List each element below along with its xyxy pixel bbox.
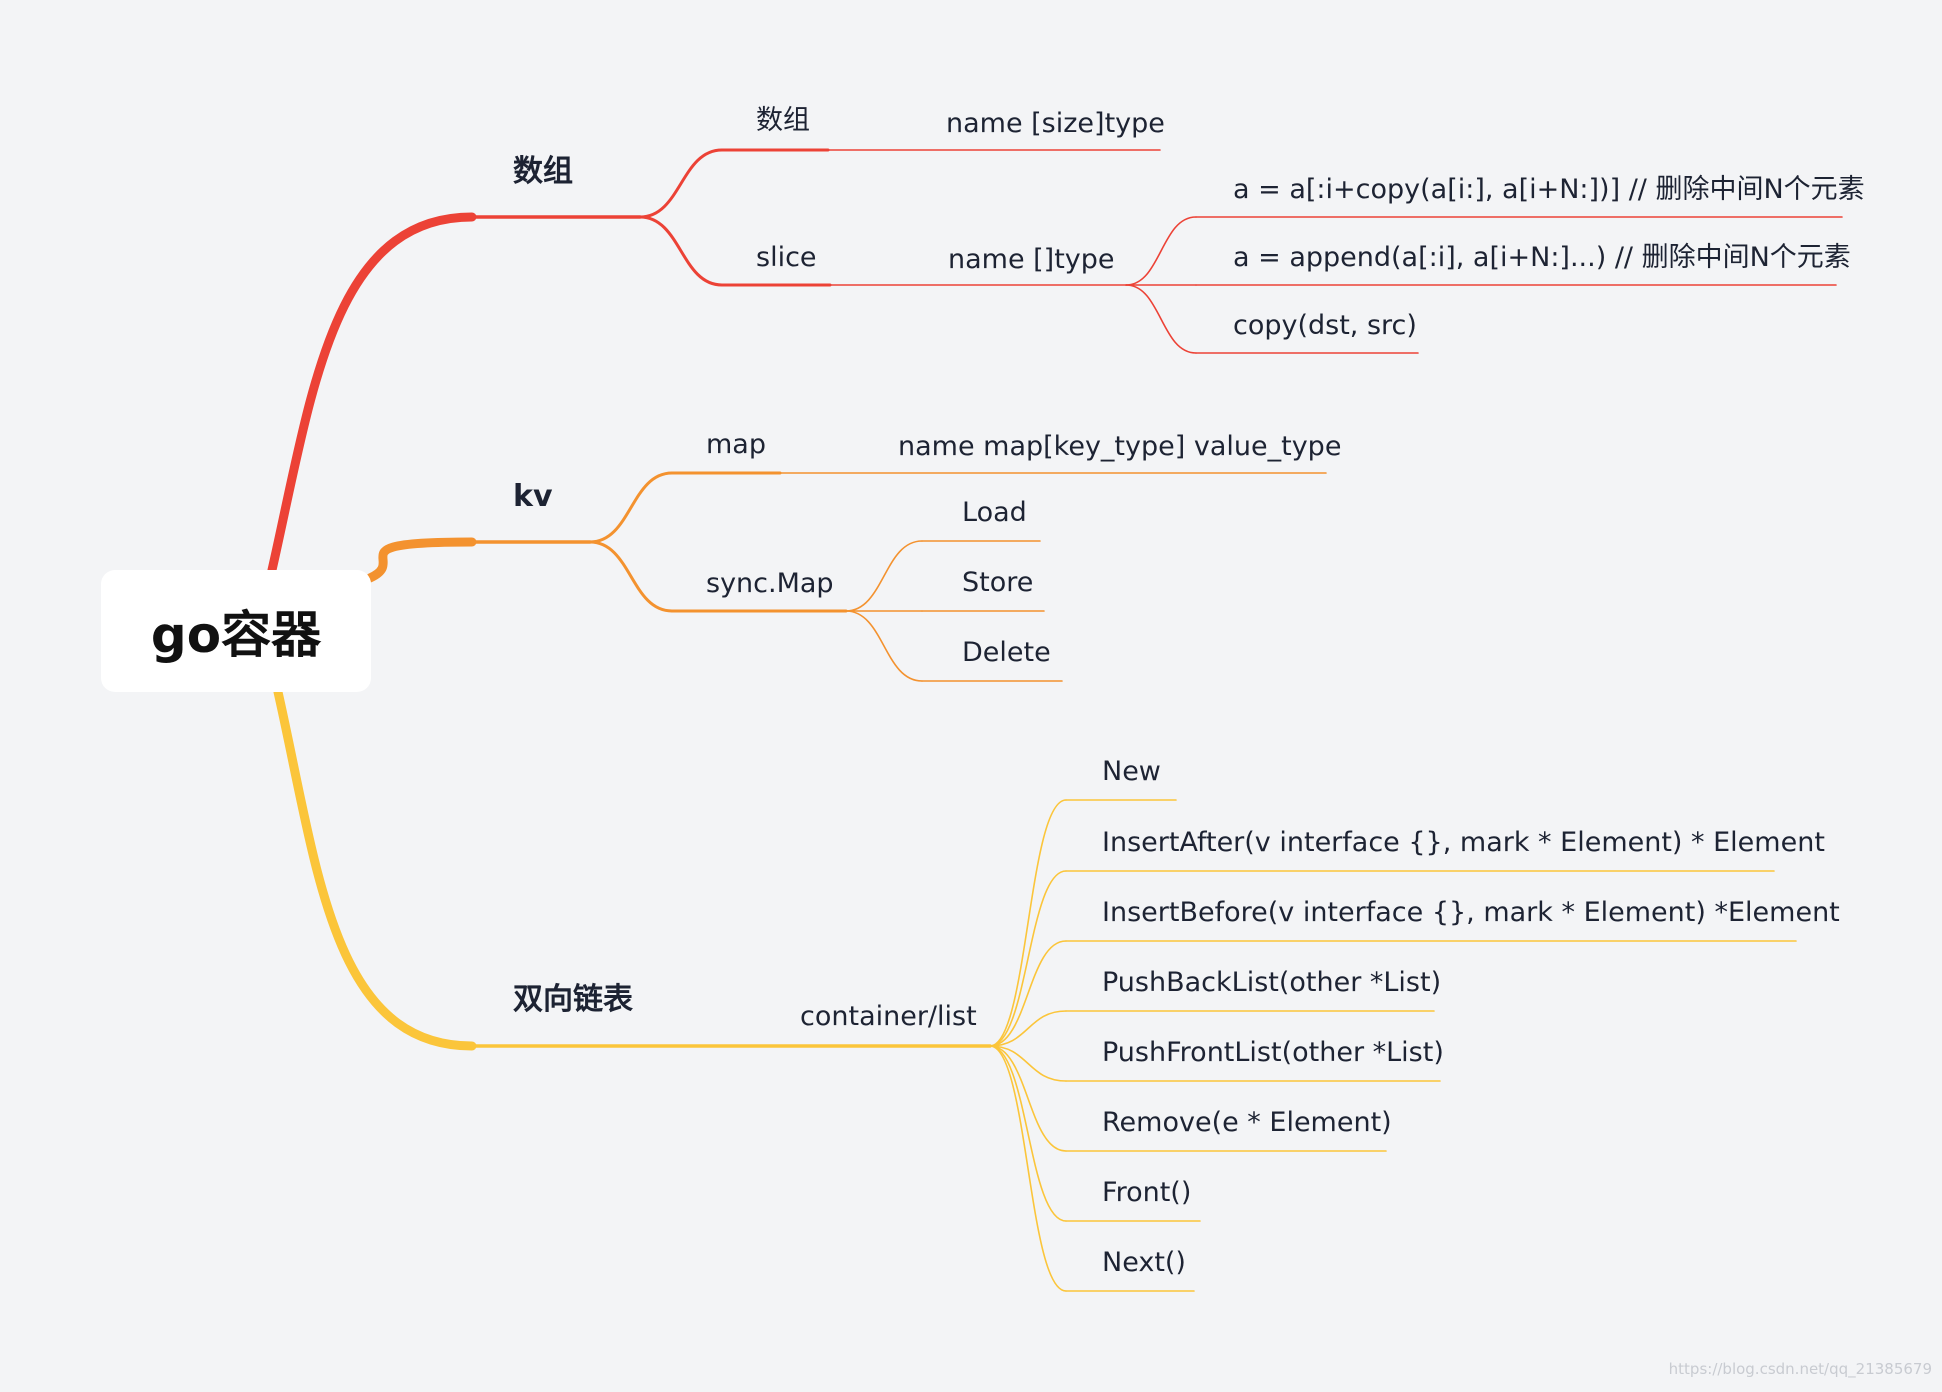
leaf-label-0-0-0[interactable]: name [size]type <box>946 108 1165 139</box>
node-label-1-0[interactable]: map <box>706 429 766 460</box>
connector-2-0-6 <box>989 1045 1067 1222</box>
connector-0-1-0-0 <box>1125 216 1197 286</box>
root-label: go容器 <box>150 606 322 664</box>
leaf-label-1-1-2[interactable]: Delete <box>962 637 1051 668</box>
node-label-0-0[interactable]: 数组 <box>756 105 810 136</box>
connector-2-0-3 <box>989 1010 1067 1047</box>
leaf-label-1-0-0[interactable]: name map[key_type] value_type <box>898 431 1342 462</box>
leaf-label-0-1-0-2[interactable]: copy(dst, src) <box>1233 310 1417 341</box>
trunk-connector-2 <box>273 687 477 1051</box>
node-label-0-1[interactable]: slice <box>756 242 817 273</box>
branch-label-0[interactable]: 数组 <box>513 154 573 189</box>
node-label-0-1-0[interactable]: name []type <box>948 244 1115 275</box>
leaf-label-2-0-7[interactable]: Next() <box>1102 1247 1186 1278</box>
connector-2-0-1 <box>989 870 1067 1047</box>
connector-0-1 <box>638 215 724 287</box>
connector-2-0-0 <box>989 799 1067 1047</box>
connector-2-0-4 <box>989 1045 1067 1082</box>
connector-0-0 <box>638 148 724 219</box>
leaf-label-2-0-5[interactable]: Remove(e * Element) <box>1102 1107 1392 1138</box>
connector-1-0 <box>588 471 674 544</box>
branch-label-2[interactable]: 双向链表 <box>513 982 633 1017</box>
connector-1-1-2 <box>845 610 923 682</box>
connector-1-1 <box>588 540 674 613</box>
connector-0-1-0-2 <box>1125 284 1197 354</box>
leaf-label-2-0-4[interactable]: PushFrontList(other *List) <box>1102 1037 1444 1068</box>
connector-2-0-5 <box>989 1045 1067 1152</box>
node-label-1-1[interactable]: sync.Map <box>706 568 834 599</box>
connector-2-0-2 <box>989 940 1067 1047</box>
leaf-label-0-1-0-0[interactable]: a = a[:i+copy(a[i:], a[i+N:])] // 删除中间N个… <box>1233 174 1865 205</box>
leaf-label-2-0-3[interactable]: PushBackList(other *List) <box>1102 967 1442 998</box>
leaf-label-2-0-0[interactable]: New <box>1102 756 1161 787</box>
leaf-label-1-1-0[interactable]: Load <box>962 497 1027 528</box>
connector-2-0-7 <box>989 1045 1067 1292</box>
connector-1-1-0 <box>845 540 923 612</box>
branch-label-1[interactable]: kv <box>513 479 553 514</box>
root-node[interactable]: go容器 <box>101 570 371 692</box>
watermark: https://blog.csdn.net/qq_21385679 <box>1668 1360 1932 1378</box>
trunk-connector-1 <box>365 537 477 583</box>
leaf-label-0-1-0-1[interactable]: a = append(a[:i], a[i+N:]...) // 删除中间N个元… <box>1233 242 1851 273</box>
leaf-label-2-0-2[interactable]: InsertBefore(v interface {}, mark * Elem… <box>1102 897 1840 928</box>
leaf-label-2-0-1[interactable]: InsertAfter(v interface {}, mark * Eleme… <box>1102 827 1825 858</box>
leaf-label-2-0-6[interactable]: Front() <box>1102 1177 1192 1208</box>
node-label-2-0[interactable]: container/list <box>800 1001 977 1032</box>
leaf-label-1-1-1[interactable]: Store <box>962 567 1034 598</box>
trunk-connector-0 <box>267 212 477 575</box>
